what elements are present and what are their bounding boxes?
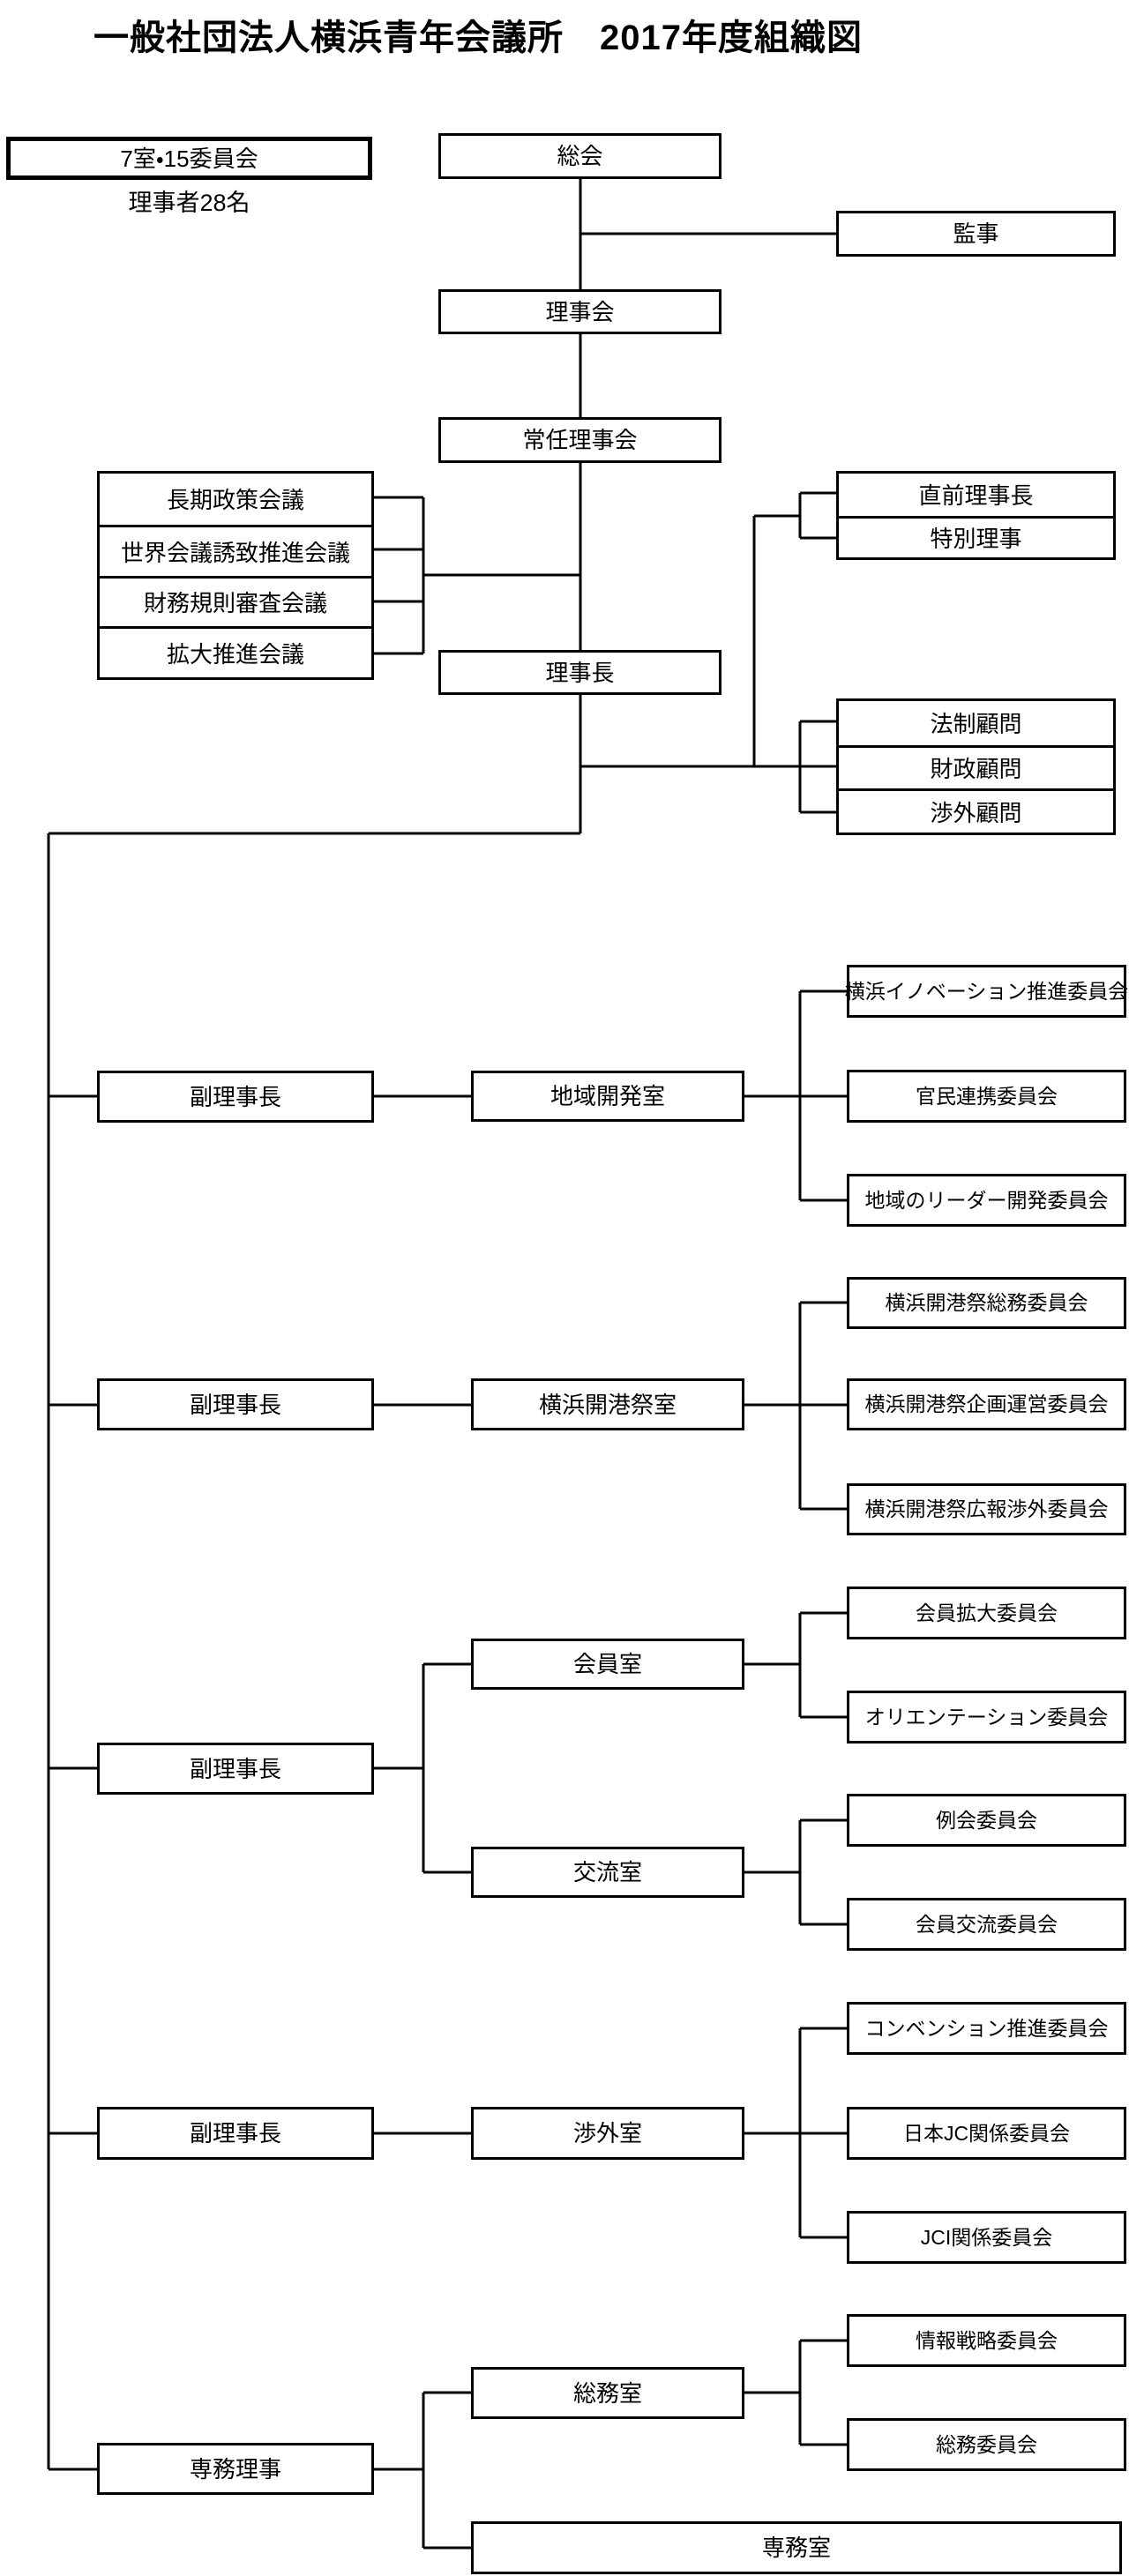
page-title: 一般社団法人横浜青年会議所 2017年度組織図 [93,19,863,57]
node-committee-kaikousai-pr: 横浜開港祭広報渉外委員会 [847,1483,1126,1535]
node-committee-regular-meeting: 例会委員会 [847,1794,1126,1847]
node-committee-regional-leader: 地域のリーダー開発委員会 [847,1174,1126,1227]
node-vice-president-4: 副理事長 [97,2107,374,2160]
node-committee-convention: コンベンション推進委員会 [847,2002,1126,2055]
node-committee-japan-jc: 日本JC関係委員会 [847,2107,1126,2160]
node-council-world-conference: 世界会議誘致推進会議 [100,524,371,576]
node-vice-president-3: 副理事長 [97,1743,374,1795]
node-room-general-affairs: 総務室 [471,2367,744,2419]
node-council-finance-rules: 財務規則審査会議 [100,575,371,627]
node-council-long-term-policy: 長期政策会議 [166,487,304,514]
node-auditor: 監事 [836,211,1116,257]
node-committee-public-private: 官民連携委員会 [847,1070,1126,1123]
node-committee-yokohama-innovation: 横浜イノベーション推進委員会 [845,965,1128,1018]
node-room-external: 渉外室 [471,2107,744,2160]
node-standing-board: 常任理事会 [438,417,722,463]
node-room-kaikousai: 横浜開港祭室 [471,1378,744,1430]
node-general-meeting: 総会 [438,133,722,179]
node-committee-kaikousai-general: 横浜開港祭総務委員会 [847,1277,1126,1329]
node-vice-president-2: 副理事長 [97,1378,374,1430]
node-executive-director: 専務理事 [97,2443,374,2495]
node-committee-jci: JCI関係委員会 [847,2211,1126,2264]
node-committee-orientation: オリエンテーション委員会 [847,1691,1126,1743]
node-immediate-past-president: 直前理事長 [918,482,1034,510]
officers-count-caption: 理事者28名 [128,190,250,216]
node-committee-kaikousai-planning: 横浜開港祭企画運営委員会 [847,1378,1126,1430]
past-president-stack: 直前理事長 特別理事 [836,471,1116,560]
node-committee-general-affairs: 総務委員会 [847,2418,1126,2471]
node-committee-member-expansion: 会員拡大委員会 [847,1587,1126,1639]
summary-count-box: 7室・15委員会 [6,137,372,180]
node-advisor-legal: 法制顧問 [930,711,1022,738]
node-vice-president-1: 副理事長 [97,1071,374,1123]
node-committee-member-exchange: 会員交流委員会 [847,1898,1126,1951]
node-council-expansion: 拡大推進会議 [100,626,371,677]
advisors-stack: 法制顧問 財政顧問 渉外顧問 [836,698,1116,835]
node-advisor-external: 渉外顧問 [839,788,1113,833]
node-room-membership: 会員室 [471,1639,744,1690]
node-committee-info-strategy: 情報戦略委員会 [847,2314,1126,2367]
node-board-of-directors: 理事会 [438,289,722,334]
node-advisor-finance: 財政顧問 [839,744,1113,789]
node-president: 理事長 [438,650,722,695]
councils-stack: 長期政策会議 世界会議誘致推進会議 財務規則審査会議 拡大推進会議 [97,471,374,680]
node-room-executive-office: 専務室 [471,2521,1122,2574]
node-room-regional-development: 地域開発室 [471,1071,744,1122]
node-room-exchange: 交流室 [471,1847,744,1898]
node-special-director: 特別理事 [839,515,1113,558]
